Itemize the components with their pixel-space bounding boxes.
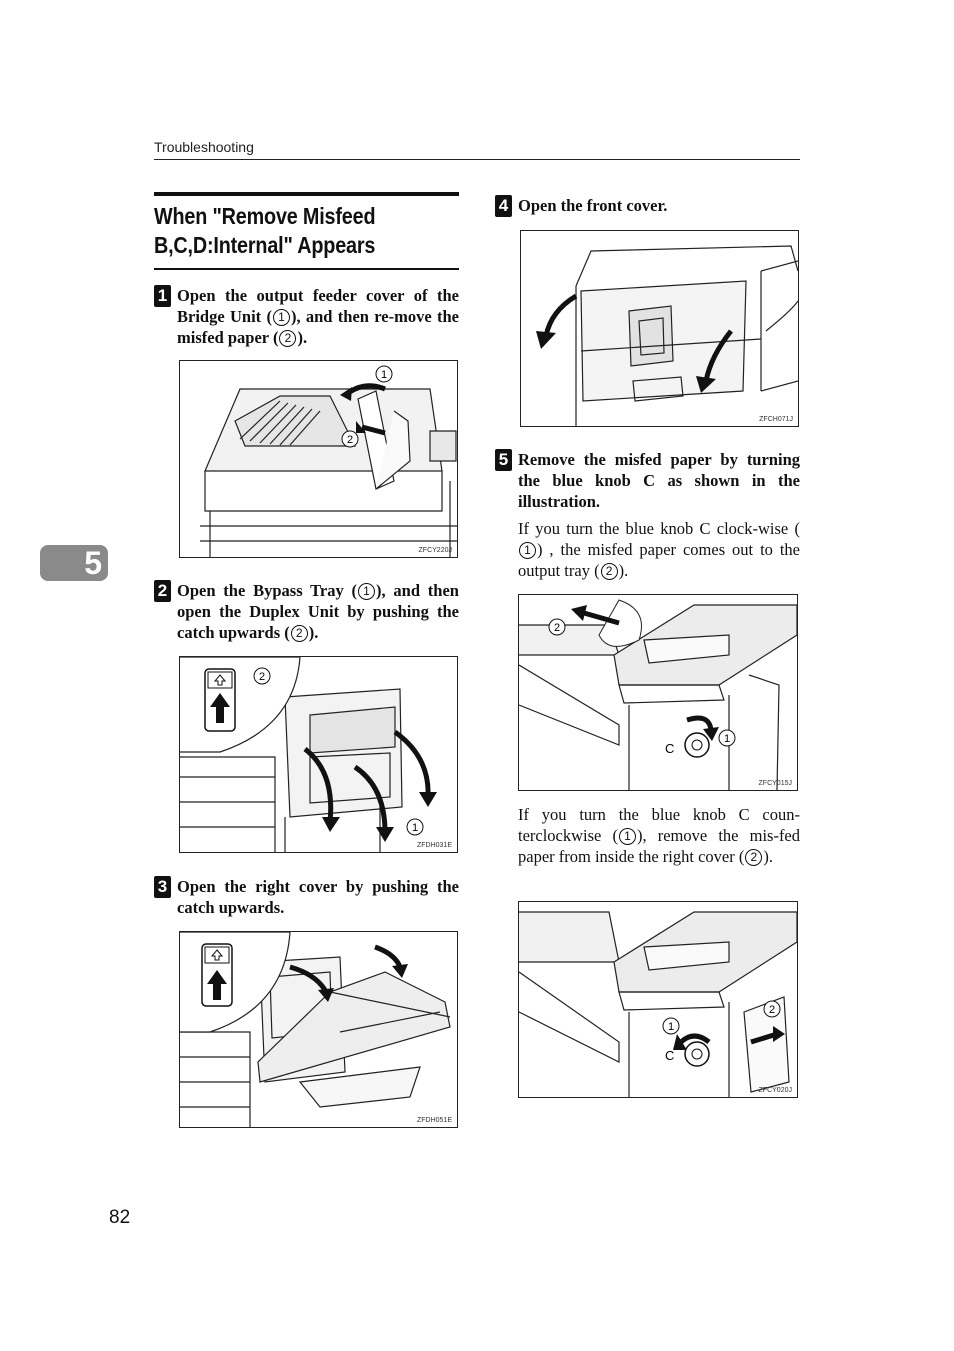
front-cover-drawing	[536, 245, 798, 426]
step-text: Open the front cover.	[518, 196, 668, 215]
right-cover-drawing	[180, 932, 451, 1127]
section-title-line2: B,C,D:Internal" Appears	[154, 232, 376, 258]
bridge-unit-drawing: 1 2	[200, 365, 457, 557]
figure-code: ZFDH051E	[416, 1117, 452, 1124]
fig5-knob-label: C	[665, 741, 674, 756]
header-rule	[154, 159, 800, 160]
callout-2: 2	[290, 625, 308, 642]
figure-code: ZFCY220J	[418, 547, 452, 554]
page-number: 82	[109, 1207, 131, 1228]
section-title-line1: When "Remove Misfeed	[154, 203, 376, 229]
step-number: 5	[495, 449, 512, 471]
figure-code: ZFCH071J	[759, 416, 793, 423]
knob-counterclockwise-drawing: C 1 2	[519, 911, 797, 1097]
section-title: When "Remove Misfeed B,C,D:Internal" App…	[154, 202, 464, 260]
step-number: 3	[154, 876, 171, 898]
fig6-callout-2: 2	[769, 1004, 775, 1016]
step-number: 4	[495, 195, 512, 217]
callout-2: 2	[279, 330, 297, 347]
fig1-callout-2: 2	[347, 434, 353, 446]
fig6-knob-label: C	[665, 1048, 674, 1063]
fig6-callout-1: 1	[668, 1021, 674, 1033]
heading-bottom-rule	[154, 268, 459, 270]
figure-code: ZFCY015J	[758, 780, 792, 787]
section-heading: When "Remove Misfeed B,C,D:Internal" App…	[154, 192, 459, 270]
paragraph-clockwise: If you turn the blue knob C clock-wise (…	[518, 519, 800, 580]
fig2-callout-1: 1	[412, 822, 418, 834]
chapter-number: 5	[84, 545, 102, 581]
callout-1: 1	[519, 542, 536, 559]
step-text: Open the Bypass Tray (1), and then open …	[177, 581, 459, 642]
callout-1: 1	[619, 828, 636, 845]
illustration-bridge-unit: 1 2 ZFCY220J	[179, 360, 458, 558]
step-number: 2	[154, 580, 171, 602]
duplex-unit-drawing: 2 1	[180, 657, 437, 852]
illustration-duplex-unit: 2 1 ZFDH031E	[179, 656, 458, 853]
step-text: Open the output feeder cover of the Brid…	[177, 286, 459, 347]
illustration-knob-clockwise: C 1 2 ZFCY015J	[518, 594, 798, 791]
running-header: Troubleshooting	[154, 139, 254, 155]
step-text: Open the right cover by pushing the catc…	[177, 877, 459, 917]
figure-code: ZFDH031E	[416, 842, 452, 849]
fig2-callout-2: 2	[259, 671, 265, 683]
illustration-front-cover: ZFCH071J	[520, 230, 799, 427]
callout-2: 2	[745, 849, 763, 866]
figure-code: ZFCY020J	[758, 1087, 792, 1094]
heading-top-rule	[154, 192, 459, 196]
knob-clockwise-drawing: C 1 2	[519, 599, 797, 790]
paragraph-counterclockwise: If you turn the blue knob C coun-tercloc…	[518, 805, 801, 866]
fig5-callout-2: 2	[554, 622, 560, 634]
fig1-callout-1: 1	[381, 369, 387, 381]
step-text: Remove the misfed paper by turning the b…	[518, 450, 800, 511]
callout-1: 1	[272, 309, 290, 326]
illustration-right-cover: ZFDH051E	[179, 931, 458, 1128]
fig5-callout-1: 1	[724, 733, 730, 745]
callout-2: 2	[600, 563, 618, 580]
callout-1: 1	[358, 583, 375, 600]
step-number: 1	[154, 285, 171, 307]
chapter-tab: 5	[40, 545, 108, 581]
illustration-knob-counterclockwise: C 1 2 ZFCY020J	[518, 901, 798, 1098]
